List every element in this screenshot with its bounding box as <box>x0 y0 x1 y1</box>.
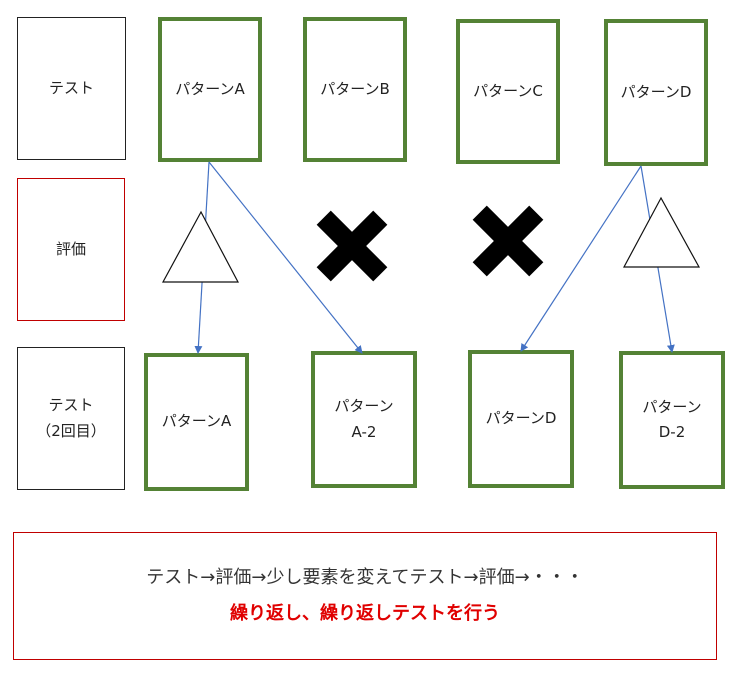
triangle-icon <box>161 210 239 283</box>
pattern-b-box: パターンB <box>303 17 407 162</box>
pattern-b-label: パターンB <box>320 79 390 98</box>
pattern-a-box: パターンA <box>158 17 262 162</box>
retest-pattern-a2-label: パターン <box>334 397 394 415</box>
retest-pattern-d2-box: パターン D-2 <box>619 351 725 489</box>
row-label-test-text: テスト <box>48 78 94 97</box>
row-label-evaluation-text: 評価 <box>55 239 86 258</box>
row-label-retest-round: （2回目） <box>36 421 106 440</box>
pattern-a-label: パターンA <box>175 79 245 98</box>
cross-icon <box>316 210 388 282</box>
process-note-box: テスト→評価→少し要素を変えてテスト→評価→・・・ 繰り返し、繰り返しテストを行… <box>13 532 717 660</box>
triangle-icon <box>622 196 701 268</box>
retest-pattern-a-label: パターンA <box>161 412 232 431</box>
row-label-evaluation: 評価 <box>17 178 125 321</box>
pattern-d-box: パターンD <box>604 19 708 166</box>
process-flow-text: テスト→評価→少し要素を変えてテスト→評価→・・・ <box>146 567 584 588</box>
arrow-a-to-retest-a <box>194 161 210 354</box>
row-label-test: テスト <box>17 17 126 160</box>
row-label-retest: テスト （2回目） <box>17 347 125 490</box>
arrow-a-to-retest-a2 <box>208 161 363 354</box>
retest-pattern-d-box: パターンD <box>468 350 574 488</box>
pattern-c-box: パターンC <box>456 19 560 164</box>
retest-pattern-d-label: パターンD <box>485 409 557 428</box>
pattern-d-label: パターンD <box>620 82 692 101</box>
arrow-d-to-retest-d <box>520 165 642 352</box>
pattern-c-label: パターンC <box>473 81 543 100</box>
retest-pattern-d2-label: パターン <box>642 397 702 416</box>
arrow-d-to-retest-d2 <box>640 165 675 353</box>
repeat-test-emphasis: 繰り返し、繰り返しテストを行う <box>230 603 500 624</box>
cross-icon <box>472 205 544 277</box>
retest-pattern-d2-suffix: D-2 <box>658 423 686 441</box>
retest-pattern-a2-box: パターン A-2 <box>311 351 417 488</box>
retest-pattern-a-box: パターンA <box>144 353 249 491</box>
retest-pattern-a2-suffix: A-2 <box>351 422 377 441</box>
row-label-retest-text: テスト <box>48 396 94 414</box>
